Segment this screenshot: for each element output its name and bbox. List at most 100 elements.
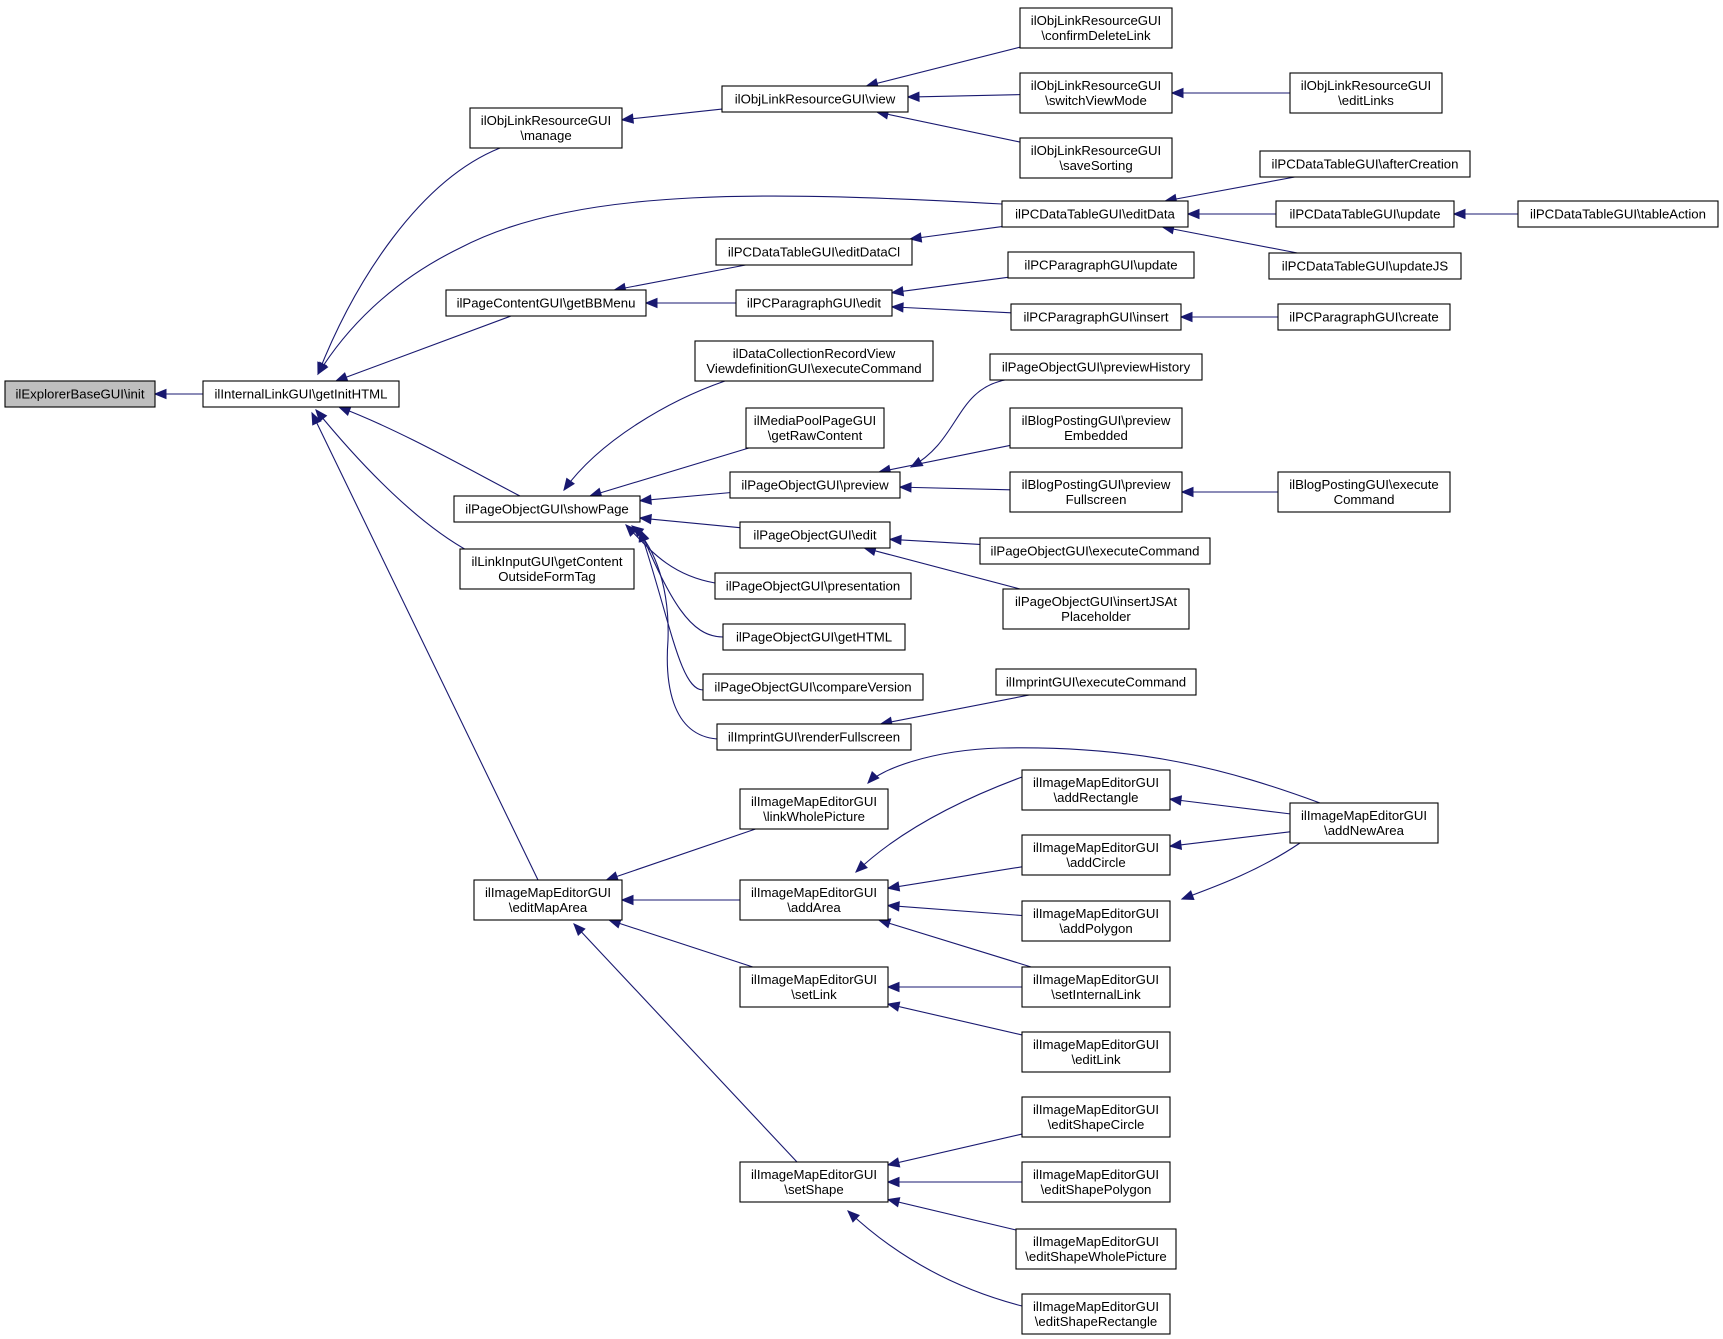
node-ime-setint[interactable]: ilImageMapEditorGUI\setInternalLink	[1021, 966, 1171, 1008]
node-box	[1021, 900, 1171, 942]
edge-line	[891, 306, 1012, 314]
edge-olr_view-to-olr_manage	[620, 108, 723, 124]
node-po-edit[interactable]: ilPageObjectGUI\edit	[739, 521, 891, 549]
arrowhead	[620, 113, 634, 124]
node-label: ilPageObjectGUI\previewHistory	[1002, 360, 1191, 375]
node-po-gethtml[interactable]: ilPageObjectGUI\getHTML	[722, 623, 906, 651]
edge-line	[907, 94, 1021, 98]
edge-line	[317, 195, 1003, 375]
node-po-show[interactable]: ilPageObjectGUI\showPage	[453, 495, 641, 523]
node-ime-addpoly[interactable]: ilImageMapEditorGUI\addPolygon	[1021, 900, 1171, 942]
node-label: ilDataCollectionRecordView	[733, 346, 896, 361]
node-blog-exec[interactable]: ilBlogPostingGUI\executeCommand	[1277, 471, 1451, 513]
node-olr-switch[interactable]: ilObjLinkResourceGUI\switchViewMode	[1019, 72, 1173, 114]
node-ime-editmap[interactable]: ilImageMapEditorGUI\editMapArea	[473, 879, 623, 921]
node-ime-addarea[interactable]: ilImageMapEditorGUI\addArea	[739, 879, 889, 921]
node-olr-confirm[interactable]: ilObjLinkResourceGUI\confirmDeleteLink	[1019, 7, 1173, 49]
node-par-insert[interactable]: ilPCParagraphGUI\insert	[1010, 303, 1182, 331]
node-ime-addrect[interactable]: ilImageMapEditorGUI\addRectangle	[1021, 769, 1171, 811]
nodes-layer: ilExplorerBaseGUI\init ilInternalLinkGUI\…	[4, 7, 1719, 1335]
node-box	[739, 1161, 889, 1203]
node-label: ilObjLinkResourceGUI	[1301, 78, 1431, 93]
node-box	[979, 537, 1211, 565]
node-po-exec[interactable]: ilPageObjectGUI\executeCommand	[979, 537, 1211, 565]
edge-line	[639, 492, 731, 502]
node-par-edit[interactable]: ilPCParagraphGUI\edit	[735, 289, 893, 317]
node-ime-shaperect[interactable]: ilImageMapEditorGUI\editShapeRectangle	[1021, 1293, 1171, 1335]
node-imp-render[interactable]: ilImprintGUI\renderFullscreen	[716, 723, 912, 751]
node-olr-save[interactable]: ilObjLinkResourceGUI\saveSorting	[1019, 137, 1173, 179]
node-po-preview[interactable]: ilPageObjectGUI\preview	[729, 471, 901, 499]
node-box	[1268, 252, 1462, 280]
arrowhead	[153, 388, 167, 400]
node-dc-exec[interactable]: ilDataCollectionRecordViewViewdefinition…	[694, 340, 934, 382]
node-box	[1259, 150, 1471, 178]
node-mp-raw[interactable]: ilMediaPoolPageGUI\getRawContent	[745, 407, 885, 449]
edge-initHTML-to-root	[153, 388, 203, 400]
node-ime-addcircle[interactable]: ilImageMapEditorGUI\addCircle	[1021, 834, 1171, 876]
edge-dt_edit-to-initHTML	[317, 195, 1003, 376]
node-olr-view[interactable]: ilObjLinkResourceGUI\view	[721, 85, 909, 113]
edge-dt_updatejs-to-dt_edit	[1161, 224, 1298, 254]
edge-line	[910, 226, 1003, 240]
node-ime-editlink[interactable]: ilImageMapEditorGUI\editLink	[1021, 1031, 1171, 1073]
node-pc-bbmenu[interactable]: ilPageContentGUI\getBBMenu	[445, 289, 647, 317]
arrowhead	[855, 860, 868, 873]
node-label: ilPageObjectGUI\showPage	[465, 502, 628, 517]
arrowhead	[908, 232, 923, 243]
node-ime-linkwhole[interactable]: ilImageMapEditorGUI\linkWholePicture	[739, 788, 889, 830]
node-dt-editcl[interactable]: ilPCDataTableGUI\editDataCl	[715, 238, 913, 266]
edge-ime_addnew-to-ime_addrect	[1168, 795, 1291, 815]
node-label: \editMapArea	[509, 900, 588, 915]
node-dt-updatejs[interactable]: ilPCDataTableGUI\updateJS	[1268, 252, 1462, 280]
edge-line	[887, 1003, 1023, 1036]
node-label: ilImageMapEditorGUI	[1033, 1299, 1159, 1314]
node-par-update[interactable]: ilPCParagraphGUI\update	[1007, 251, 1195, 279]
node-olr-manage[interactable]: ilObjLinkResourceGUI\manage	[469, 107, 623, 149]
node-po-prevhist[interactable]: ilPageObjectGUI\previewHistory	[989, 353, 1203, 381]
edge-line	[315, 409, 471, 553]
node-ime-setshape[interactable]: ilImageMapEditorGUI\setShape	[739, 1161, 889, 1203]
node-initHTML[interactable]: ilInternalLinkGUI\getInitHTML	[202, 380, 400, 408]
node-ime-shapepoly[interactable]: ilImageMapEditorGUI\editShapePolygon	[1021, 1161, 1171, 1203]
node-dt-edit[interactable]: ilPCDataTableGUI\editData	[1001, 200, 1189, 228]
edge-line	[1165, 176, 1295, 202]
edge-line	[887, 866, 1023, 889]
node-po-pres[interactable]: ilPageObjectGUI\presentation	[714, 572, 912, 600]
edge-line	[614, 264, 746, 291]
arrowhead	[644, 297, 658, 309]
edge-olr_switch-to-olr_view	[906, 91, 1021, 103]
node-label: \editLink	[1071, 1052, 1121, 1067]
edge-ime_addnew-to-ime_linkwhole	[867, 747, 1321, 804]
node-box	[1015, 1228, 1177, 1270]
node-ime-shapewhole[interactable]: ilImageMapEditorGUI\editShapeWholePictur…	[1015, 1228, 1177, 1270]
node-olr-editlinks[interactable]: ilObjLinkResourceGUI\editLinks	[1289, 72, 1443, 114]
node-box	[1021, 1096, 1171, 1138]
node-ime-addnew[interactable]: ilImageMapEditorGUI\addNewArea	[1289, 802, 1439, 844]
node-box	[694, 340, 934, 382]
node-label: \linkWholePicture	[763, 809, 865, 824]
node-box	[739, 521, 891, 549]
edge-line	[887, 904, 1023, 917]
node-dt-table[interactable]: ilPCDataTableGUI\tableAction	[1517, 200, 1719, 228]
node-label: ilPCDataTableGUI\updateJS	[1282, 259, 1449, 274]
node-dt-after[interactable]: ilPCDataTableGUI\afterCreation	[1259, 150, 1471, 178]
node-par-create[interactable]: ilPCParagraphGUI\create	[1277, 303, 1451, 331]
node-box	[745, 407, 885, 449]
node-box	[459, 548, 635, 590]
edge-line	[866, 46, 1021, 87]
node-ime-setlink[interactable]: ilImageMapEditorGUI\setLink	[739, 966, 889, 1008]
node-root[interactable]: ilExplorerBaseGUI\init	[4, 380, 156, 408]
node-imp-exec[interactable]: ilImprintGUI\executeCommand	[995, 668, 1197, 696]
node-ime-shapecircle[interactable]: ilImageMapEditorGUI\editShapeCircle	[1021, 1096, 1171, 1138]
arrowhead	[886, 901, 900, 912]
node-dt-update[interactable]: ilPCDataTableGUI\update	[1275, 200, 1455, 228]
node-po-compare[interactable]: ilPageObjectGUI\compareVersion	[702, 673, 924, 701]
edge-dt_after-to-dt_edit	[1163, 176, 1295, 205]
arrowhead	[886, 1157, 901, 1168]
edge-line	[876, 111, 1021, 143]
